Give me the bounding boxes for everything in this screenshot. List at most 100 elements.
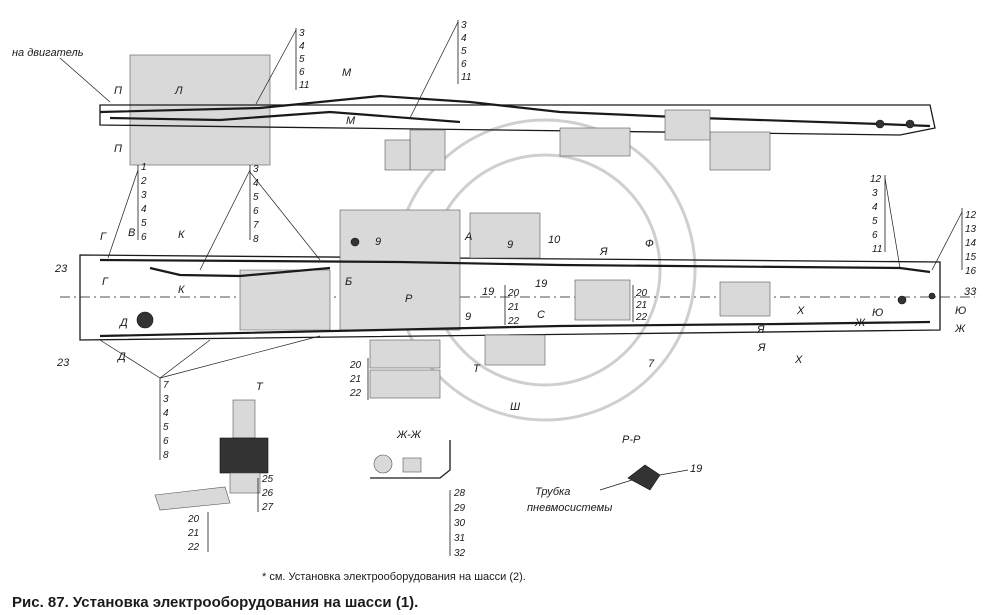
- section-mark-yu-2: Ю: [955, 305, 966, 317]
- section-mark-k-2: К: [178, 284, 185, 296]
- section-mark-l: Л: [174, 85, 183, 97]
- section-mark-sh: Ш: [510, 401, 521, 413]
- figure-caption: Рис. 87. Установка электрооборудования н…: [12, 594, 418, 611]
- svg-text:11: 11: [461, 72, 471, 83]
- callout-9b: 9: [507, 239, 513, 251]
- section-zh-zh: Ж-Ж 28 29 30 31 32: [370, 429, 466, 559]
- svg-text:29: 29: [453, 503, 466, 514]
- section-mark-ya-2: Я: [756, 324, 765, 336]
- svg-text:6: 6: [163, 436, 169, 447]
- svg-text:5: 5: [872, 216, 878, 227]
- svg-text:22: 22: [349, 388, 362, 399]
- section-mark-m: М: [342, 67, 352, 79]
- callout-19rr: 19: [690, 463, 702, 475]
- svg-text:13: 13: [965, 224, 977, 235]
- svg-text:28: 28: [453, 488, 466, 499]
- svg-text:5: 5: [141, 218, 147, 229]
- section-mark-t: Т: [473, 363, 481, 375]
- svg-text:8: 8: [253, 234, 259, 245]
- callout-10: 10: [548, 234, 561, 246]
- svg-text:30: 30: [454, 518, 466, 529]
- plan-lamp-left: [136, 311, 154, 329]
- section-mark-b: Б: [345, 276, 352, 288]
- svg-text:6: 6: [299, 67, 305, 78]
- svg-text:4: 4: [872, 202, 878, 213]
- side-lamp: [875, 119, 885, 129]
- callout-top1: 3 4 5 6 11: [255, 28, 309, 105]
- side-frame-rail: [99, 104, 936, 136]
- footnote: * см. Установка электрооборудования на ш…: [262, 571, 526, 583]
- svg-text:3: 3: [299, 28, 305, 39]
- plan-receiver-2: [369, 369, 441, 399]
- svg-text:6: 6: [253, 206, 259, 217]
- detail-t-title: Т: [256, 381, 264, 393]
- section-mark-ya-3: Я: [757, 342, 766, 354]
- callout-19b: 19: [535, 278, 547, 290]
- plan-connector-2: [897, 295, 907, 305]
- svg-text:12: 12: [965, 210, 977, 221]
- detail-t-head: [232, 399, 256, 439]
- label-engine: на двигатель: [12, 47, 84, 59]
- callout-mid: 20 21 22: [504, 285, 520, 327]
- section-mark-g: Г: [100, 231, 107, 243]
- plan-receiver-1: [369, 339, 441, 369]
- svg-text:4: 4: [253, 178, 259, 189]
- callout-7: 7: [648, 358, 655, 370]
- side-bracket: [664, 109, 711, 141]
- svg-text:21: 21: [349, 374, 361, 385]
- section-zh-clamp: [373, 454, 393, 474]
- svg-text:32: 32: [454, 548, 466, 559]
- svg-text:4: 4: [141, 204, 147, 215]
- callout-9a: 9: [375, 236, 381, 248]
- svg-text:7: 7: [163, 380, 169, 391]
- svg-text:25: 25: [261, 474, 274, 485]
- section-mark-s: С: [537, 309, 545, 321]
- side-harness: [99, 94, 931, 128]
- svg-text:21: 21: [187, 528, 199, 539]
- callout-right2: 12 13 14 15 16: [931, 208, 977, 277]
- svg-text:6: 6: [141, 232, 147, 243]
- section-mark-ya: Я: [599, 246, 608, 258]
- svg-text:5: 5: [253, 192, 259, 203]
- section-r-clamp: [627, 464, 661, 491]
- section-mark-d: Д: [118, 317, 128, 329]
- section-zh-bracket: [370, 440, 451, 479]
- svg-text:31: 31: [454, 533, 465, 544]
- svg-text:4: 4: [299, 41, 305, 52]
- svg-text:16: 16: [965, 266, 977, 277]
- callout-right1: 12 3 4 5 6 11: [870, 174, 901, 269]
- side-wheel-unit: [709, 131, 771, 171]
- plan-unit-sh: [484, 334, 546, 366]
- section-mark-zh-2: Ж: [954, 323, 966, 335]
- svg-text:14: 14: [965, 238, 977, 249]
- section-r-r: Р-Р 19 Трубка пневмосистемы: [527, 434, 702, 514]
- callout-23b: 23: [56, 357, 70, 369]
- callout-mid2: 20 21 22: [632, 285, 648, 323]
- svg-text:7: 7: [253, 220, 259, 231]
- callout-left2: 3 4 5 6 7 8: [199, 164, 321, 271]
- svg-text:15: 15: [965, 252, 977, 263]
- callout-19a: 19: [482, 286, 494, 298]
- svg-text:4: 4: [163, 408, 169, 419]
- section-mark-k: К: [178, 229, 185, 241]
- plan-connector-1: [350, 237, 360, 247]
- plan-connector-3: [928, 292, 936, 300]
- side-unit-1: [409, 129, 446, 171]
- section-mark-r: Р: [405, 293, 413, 305]
- plan-axle-unit: [719, 281, 771, 317]
- section-zh-title: Ж-Ж: [396, 429, 422, 441]
- section-mark-f: Ф: [645, 238, 654, 250]
- plan-tank: [574, 279, 631, 321]
- svg-text:22: 22: [507, 316, 520, 327]
- callout-9c: 9: [465, 311, 471, 323]
- side-tank: [559, 127, 631, 157]
- plan-harness-lower: [99, 320, 931, 338]
- plan-cab-area: [339, 209, 461, 331]
- callout-33: 33: [964, 286, 977, 298]
- section-mark-kh-2: Х: [794, 354, 803, 366]
- plan-frame: [79, 254, 941, 341]
- plan-crossmember: [239, 269, 331, 331]
- svg-text:21: 21: [507, 302, 519, 313]
- section-mark-kh: Х: [796, 305, 805, 317]
